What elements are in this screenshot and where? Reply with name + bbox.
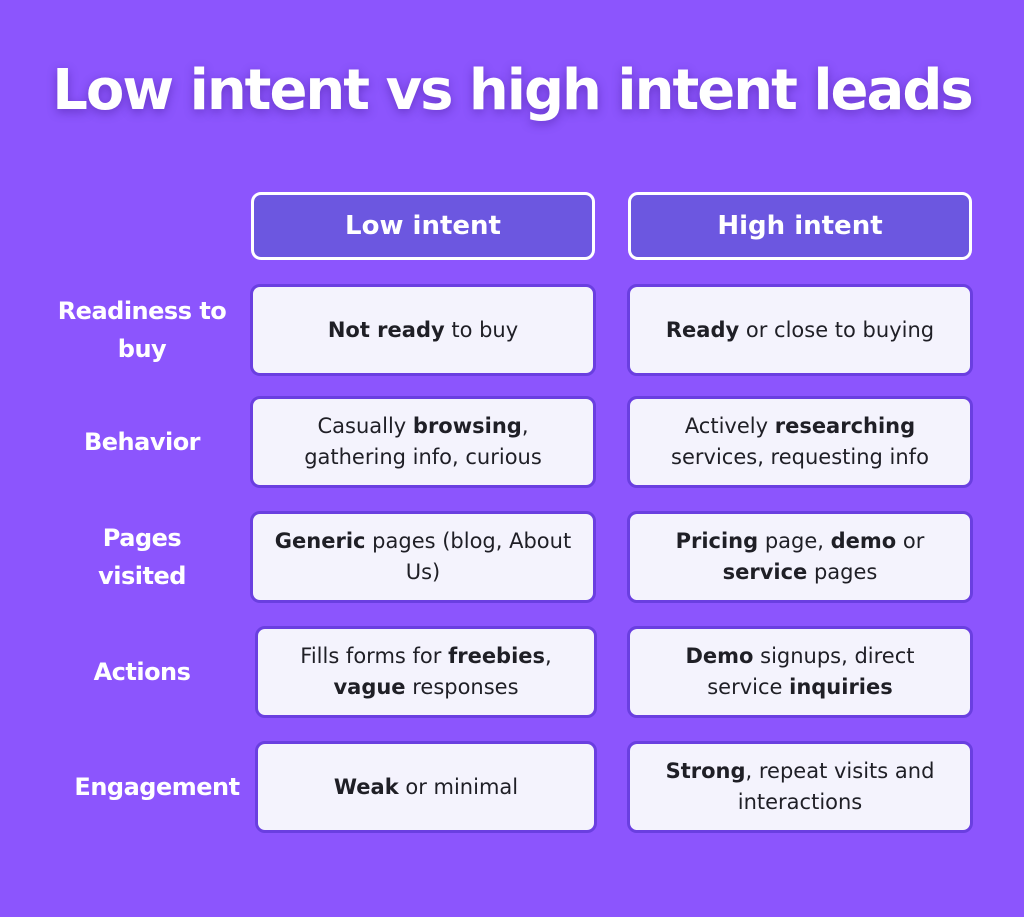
- cell-low-actions: Fills forms for freebies, vague response…: [255, 626, 597, 718]
- cell-text: Strong, repeat visits and interactions: [648, 756, 952, 818]
- text-segment: or: [896, 529, 925, 553]
- text-segment: services, requesting info: [671, 445, 929, 469]
- cell-low-engagement: Weak or minimal: [255, 741, 597, 833]
- cell-high-actions: Demo signups, direct service inquiries: [627, 626, 973, 718]
- text-segment: , repeat visits and interactions: [737, 759, 935, 814]
- bold-keyword: Ready: [665, 317, 740, 342]
- bold-keyword: service: [722, 560, 808, 584]
- text-segment: or minimal: [398, 774, 519, 799]
- bold-keyword: freebies: [448, 644, 546, 668]
- bold-keyword: Pricing: [675, 529, 759, 553]
- text-segment: Actively: [684, 414, 775, 438]
- row-label-readiness: Readiness to buy: [57, 297, 227, 363]
- text-segment: , gathering info, curious: [304, 414, 542, 469]
- cell-high-readiness: Ready or close to buying: [627, 284, 973, 376]
- cell-low-readiness: Not ready to buy: [250, 284, 596, 376]
- row-label-engagement: Engagement: [74, 773, 240, 801]
- page-title: Low intent vs high intent leads: [52, 58, 974, 123]
- text-segment: to buy: [444, 317, 519, 342]
- cell-high-engagement: Strong, repeat visits and interactions: [627, 741, 973, 833]
- cell-text: Demo signups, direct service inquiries: [648, 641, 952, 703]
- row-label-actions: Actions: [93, 658, 191, 686]
- bold-keyword: Weak: [333, 774, 399, 799]
- cell-low-pages-visited: Generic pages (blog, About Us): [250, 511, 596, 603]
- bold-keyword: browsing: [412, 414, 522, 438]
- cell-high-behavior: Actively researching services, requestin…: [627, 396, 973, 488]
- text-segment: pages: [807, 560, 878, 584]
- bold-keyword: Generic: [274, 529, 366, 553]
- cell-high-pages-visited: Pricing page, demo or service pages: [627, 511, 973, 603]
- cell-text: Pricing page, demo or service pages: [648, 526, 952, 588]
- cell-low-behavior: Casually browsing, gathering info, curio…: [250, 396, 596, 488]
- column-header-high-intent: High intent: [628, 192, 972, 260]
- cell-text: Fills forms for freebies, vague response…: [276, 641, 576, 703]
- text-segment: Fills forms for: [300, 644, 449, 668]
- row-label-behavior: Behavior: [83, 428, 201, 456]
- cell-text: Not ready to buy: [328, 315, 518, 346]
- bold-keyword: researching: [774, 414, 916, 438]
- bold-keyword: Strong: [665, 759, 746, 783]
- bold-keyword: vague: [333, 675, 406, 699]
- cell-text: Ready or close to buying: [666, 315, 934, 346]
- row-label-pages-visited: Pages visited: [98, 524, 186, 590]
- cell-text: Weak or minimal: [334, 772, 518, 803]
- cell-text: Generic pages (blog, About Us): [271, 526, 575, 588]
- text-segment: responses: [405, 675, 519, 699]
- text-segment: page,: [758, 529, 831, 553]
- cell-text: Actively researching services, requestin…: [648, 411, 952, 473]
- text-segment: or close to buying: [739, 317, 935, 342]
- cell-text: Casually browsing, gathering info, curio…: [271, 411, 575, 473]
- text-segment: ,: [545, 644, 552, 668]
- bold-keyword: Demo: [685, 644, 754, 668]
- text-segment: signups, direct service: [707, 644, 915, 699]
- column-header-low-intent: Low intent: [251, 192, 595, 260]
- text-segment: pages (blog, About Us): [365, 529, 572, 584]
- text-segment: Casually: [317, 414, 413, 438]
- bold-keyword: inquiries: [789, 675, 893, 699]
- bold-keyword: demo: [830, 529, 897, 553]
- bold-keyword: Not ready: [327, 317, 445, 342]
